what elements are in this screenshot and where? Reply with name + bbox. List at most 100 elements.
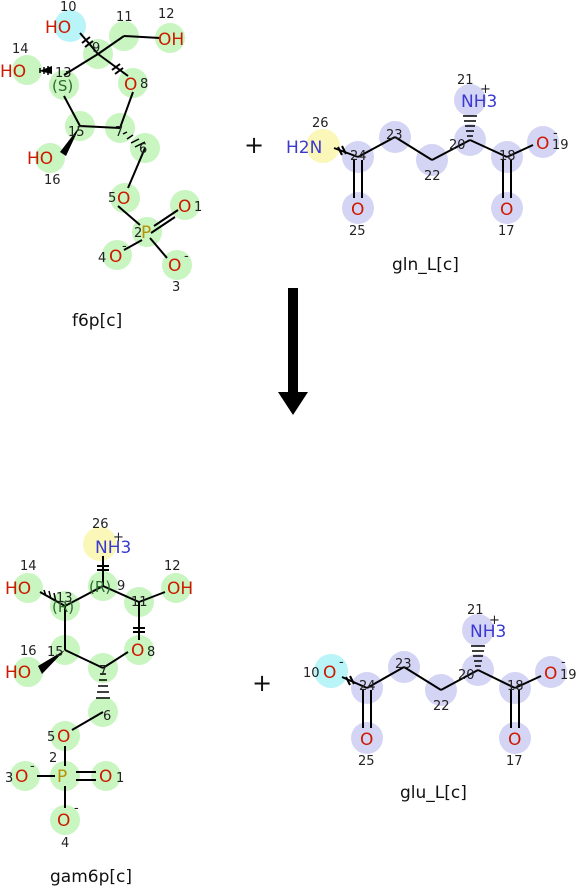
index-8: 8 [140,77,148,92]
bonds-gam6p [37,556,166,808]
hash-bond-7-6 [122,131,146,148]
charge-n26-gam6p: + [113,530,124,545]
index-18-glu: 18 [507,679,524,694]
atom-highlight [527,126,559,158]
atom-o25-glu: O [360,730,373,750]
index-21-glu: 21 [467,603,484,618]
stereo-label-9-gam6p: (R) [89,578,111,596]
index-9-gam6p: 9 [117,579,125,594]
bonds-glu [341,666,542,728]
index-24: 24 [350,149,367,164]
index-19-glu: 19 [560,668,577,683]
stereo-label-13: (S) [52,77,73,95]
atom-n21-glu: NH3 [470,622,506,642]
atom-highlight-o10 [54,10,86,42]
atom-o8-gam6p: O [131,641,144,661]
index-1-gam6p: 1 [116,771,124,786]
index-19: 19 [552,138,569,153]
molecule-glu-l: NH3 + O - O O O - 21 10 23 20 24 18 19 2… [303,603,577,803]
index-7-gam6p: 7 [99,664,107,679]
atom-highlights-gam6p [10,571,191,835]
index-2: 2 [134,226,142,241]
index-17-glu: 17 [506,754,523,769]
index-3-gam6p: 3 [5,771,13,786]
atom-o1-gam6p: O [99,767,112,787]
atom-highlights-gln [342,84,559,224]
atom-highlight [50,805,80,835]
atom-o10-glu: O [323,663,336,683]
atom-highlight [50,721,80,751]
index-11: 11 [116,10,133,25]
atom-o12-gam6p: OH [167,579,193,599]
stereo-marks-glu [345,675,355,686]
index-4: 4 [98,251,106,266]
stereo-label-13-gam6p: (R) [52,598,74,616]
charge-o3-gam6p: - [30,759,35,774]
atom-highlight [499,722,531,754]
molecule-name-gam6p: gam6p[c] [50,867,132,887]
index-2-gam6p: 2 [49,751,57,766]
atom-o3-gam6p: O [15,767,28,787]
atom-highlight [491,192,523,224]
index-7: 7 [115,125,123,140]
atom-o4: O [109,247,122,267]
wedge-bond-15-16 [60,126,80,156]
atom-o4-gam6p: O [57,811,70,831]
charge-o10-glu: - [339,655,344,670]
molecule-name-glu-l: glu_L[c] [400,783,467,803]
index-9: 9 [92,41,100,56]
plus-sign-reactants: + [244,131,264,159]
molecule-gam6p: NH3 + HO OH HO O O P O - O O - (R) (R) 2… [5,517,193,887]
atom-highlights-glu [351,614,567,754]
atom-highlight [162,250,192,280]
atom-highlight [13,657,43,687]
atom-n26-gam6p: NH3 [95,538,131,558]
atom-highlight [10,761,40,791]
hash-bond-20-21 [463,115,477,137]
molecule-f6p: HO OH HO O HO O O P O O - - (S) 10 11 12… [0,0,202,331]
index-14-gam6p: 14 [20,559,37,574]
atom-highlight [118,68,148,98]
index-6: 6 [139,142,147,157]
index-11-gam6p: 11 [131,595,148,610]
index-8-gam6p: 8 [147,645,155,660]
index-12-gam6p: 12 [164,559,181,574]
index-26: 26 [312,116,329,131]
atom-o17-glu: O [508,730,521,750]
atom-highlight [462,614,494,646]
molecule-name-f6p: f6p[c] [72,311,122,331]
atom-highlight-n26-gam6p [83,527,117,561]
atom-o14: HO [0,62,26,82]
index-22-glu: 22 [433,699,450,714]
atom-highlight [351,722,383,754]
atom-o12: OH [158,30,184,50]
index-16: 16 [44,173,61,188]
atom-highlight [170,190,200,220]
atom-o25: O [351,200,364,220]
stereo-marks-f6p [81,36,124,75]
index-25-glu: 25 [358,754,375,769]
charge-o4-gam6p: - [74,801,79,816]
index-21: 21 [457,73,474,88]
atom-highlight [155,23,185,53]
atom-o19-glu: O [544,664,557,684]
atom-highlight [35,143,65,173]
atom-o5-gam6p: O [57,727,70,747]
charge-o3: - [184,249,189,264]
atom-highlight [342,192,374,224]
index-14: 14 [12,42,29,57]
index-13-gam6p: 13 [56,591,73,606]
index-26-gam6p: 26 [92,517,109,532]
hash-bond-20-21-glu [471,645,485,667]
atom-highlight [454,84,486,116]
index-23: 23 [386,128,403,143]
atom-highlight [49,70,79,100]
charge-o4: - [122,239,127,254]
atom-highlight-o10-glu [314,654,348,688]
index-3: 3 [172,280,180,295]
stereo-marks-gln [337,145,347,156]
atom-o5: O [117,189,130,209]
charge-n21: + [480,82,491,97]
index-12: 12 [158,7,175,22]
atom-o3: O [168,256,181,276]
